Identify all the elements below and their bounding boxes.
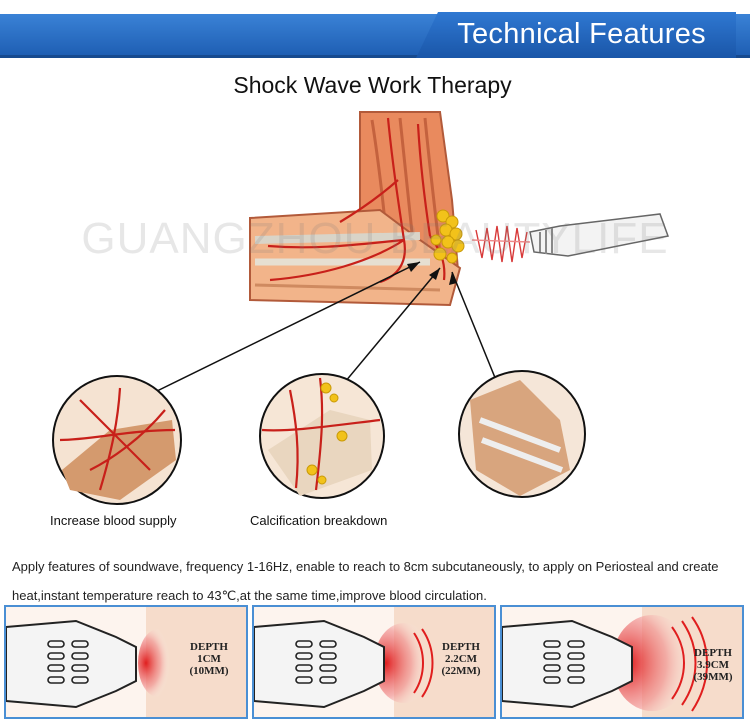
depth-label-line2: 2.2CM [444, 653, 478, 665]
section-title: Shock Wave Work Therapy [233, 72, 512, 98]
watermark: GUANGZHOU BEAUTYLIFE [81, 214, 669, 263]
detail-healed-elbow [458, 370, 586, 498]
handpiece-illustration [529, 213, 670, 257]
depth-panel-2-2cm: DEPTH 2.2CM (22MM) [252, 605, 496, 719]
depth-comparison-row: DEPTH 1CM (10MM) [0, 605, 750, 719]
depth-label-line1: DEPTH [190, 641, 228, 653]
depth-label-2-2cm: DEPTH 2.2CM (22MM) [436, 641, 486, 677]
depth-label-line3: (22MM) [441, 665, 481, 677]
header-banner: Technical Features [0, 12, 750, 58]
shockwave-emission [471, 225, 531, 263]
detail-calcification [259, 373, 385, 499]
depth-label-line1: DEPTH [442, 641, 480, 653]
detail-blood-supply [52, 375, 182, 505]
depth-label-1cm: DEPTH 1CM (10MM) [184, 641, 234, 677]
banner-title: Technical Features [457, 18, 706, 50]
caption-calcification: Calcification breakdown [250, 513, 388, 528]
forearm [249, 208, 462, 307]
depth-illustration-3-9cm [502, 607, 742, 717]
depth-label-line3: (10MM) [189, 665, 229, 677]
depth-label-line2: 3.9CM [696, 659, 730, 671]
elbow-therapy-illustration [52, 111, 670, 505]
banner-tab [416, 12, 736, 58]
depth-label-line2: 1CM [197, 653, 221, 665]
depth-label-line3: (39MM) [693, 671, 733, 683]
depth-label-3-9cm: DEPTH 3.9CM (39MM) [688, 647, 738, 683]
depth-label-line1: DEPTH [694, 647, 732, 659]
depth-panel-3-9cm: DEPTH 3.9CM (39MM) [500, 605, 744, 719]
pointer-lines [154, 261, 499, 393]
description-text: Apply features of soundwave, frequency 1… [12, 559, 719, 603]
calcification-deposits [430, 209, 465, 264]
depth-illustration-1cm [6, 607, 246, 717]
caption-blood-supply: Increase blood supply [50, 513, 177, 528]
depth-illustration-2-2cm [254, 607, 494, 717]
depth-panel-1cm: DEPTH 1CM (10MM) [4, 605, 248, 719]
